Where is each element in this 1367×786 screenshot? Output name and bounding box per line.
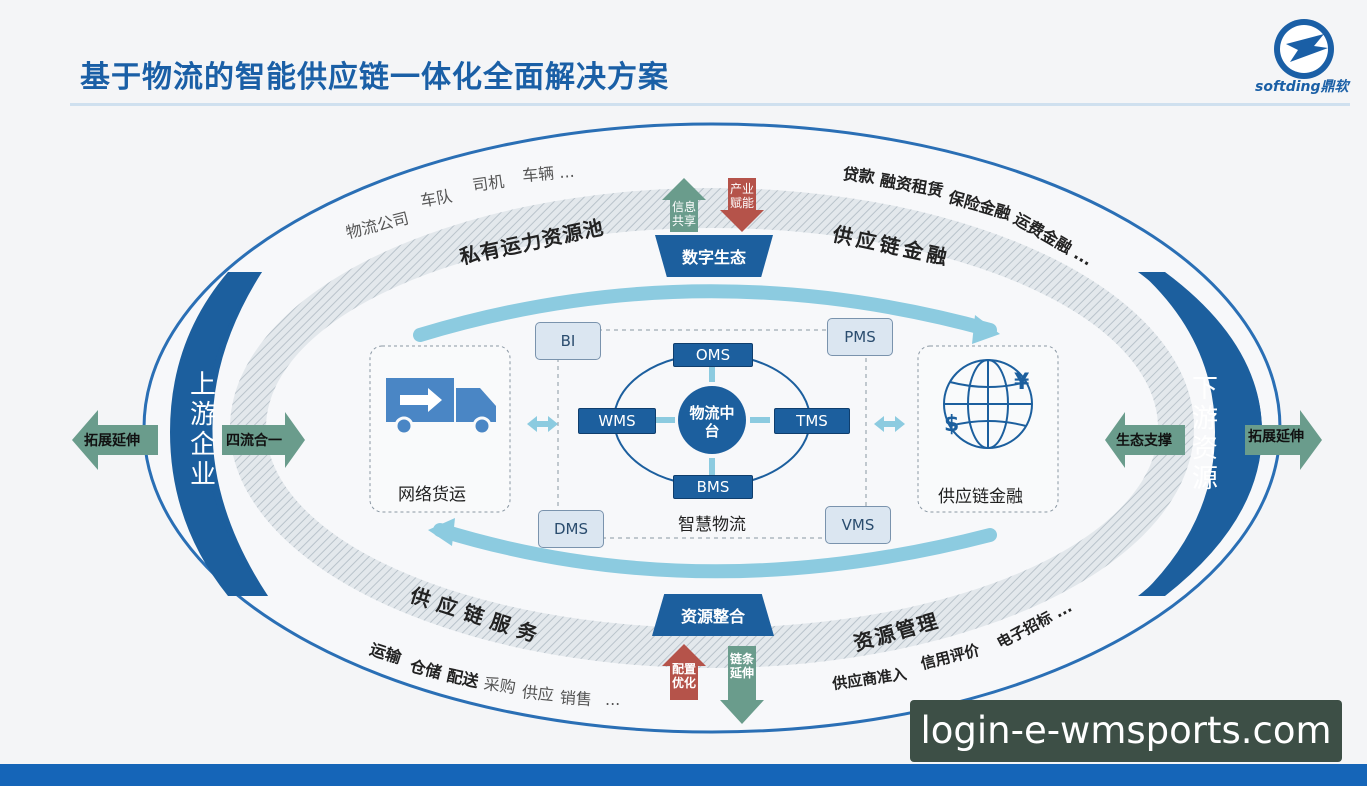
- globe-icon: [943, 359, 1033, 449]
- node-oms: OMS: [673, 343, 753, 367]
- top-left-item: 车辆 ...: [521, 161, 576, 186]
- bottom-left-item: ...: [605, 690, 621, 709]
- supply-chain-finance-label: 供应链金融: [938, 487, 1023, 507]
- bottom-left-item: 销售: [559, 687, 593, 710]
- label-chain-extend: 链条延伸: [729, 652, 754, 680]
- network-freight-label: 网络货运: [398, 485, 466, 505]
- left-four-flows-label: 四流合一: [226, 433, 282, 449]
- right-inner-arrow: [1105, 412, 1185, 468]
- top-up-arrow: [662, 178, 706, 232]
- node-dms: DMS: [538, 510, 604, 548]
- upstream-enterprise-label: 上游企业: [190, 370, 217, 490]
- footer-bar: [0, 764, 1367, 786]
- node-bi: BI: [535, 322, 601, 360]
- label-industry-empower: 产业赋能: [729, 182, 754, 210]
- flow-arc-bottom-head: [428, 518, 455, 546]
- softding-logo-icon: [1274, 19, 1334, 79]
- label-info-share: 信息共享: [671, 200, 696, 228]
- smart-logistics-caption: 智慧物流: [678, 515, 746, 535]
- top-left-item: 司机: [471, 171, 506, 196]
- bottom-down-arrow: [720, 646, 764, 724]
- right-eco-support-label: 生态支撑: [1116, 433, 1172, 449]
- right-arc-fill: [1140, 272, 1262, 596]
- bottom-left-item: 采购: [482, 673, 517, 698]
- flow-arc-top-head: [972, 315, 1000, 344]
- node-pms: PMS: [827, 318, 893, 356]
- yen-symbol-icon: ¥: [1014, 370, 1030, 395]
- left-outer-arrow: [72, 410, 158, 470]
- right-link-arrow: [874, 416, 905, 432]
- logo-text: softding鼎软: [1255, 79, 1349, 95]
- left-inner-arrow: [222, 412, 305, 468]
- left-expand-label: 拓展延伸: [84, 433, 140, 449]
- left-arc-body: [170, 272, 268, 596]
- node-vms: VMS: [825, 506, 891, 544]
- core-logistics-platform: 物流中台: [689, 404, 735, 440]
- node-wms: WMS: [578, 408, 656, 434]
- top-down-arrow: [720, 178, 764, 232]
- flow-arc-bottom: [433, 523, 997, 579]
- page-title: 基于物流的智能供应链一体化全面解决方案: [80, 60, 669, 95]
- node-bms: BMS: [673, 475, 753, 499]
- bottom-left-item: 供应: [520, 682, 555, 705]
- right-expand-label: 拓展延伸: [1248, 429, 1304, 445]
- center-frame: [557, 329, 867, 539]
- node-tms: TMS: [774, 408, 850, 434]
- label-config-optimize: 配置优化: [671, 662, 696, 690]
- watermark-overlay: login-e-wmsports.com: [910, 700, 1342, 762]
- badge-digital-ecosystem: 数字生态: [655, 235, 773, 277]
- bottom-up-arrow: [662, 644, 706, 700]
- downstream-resource-label: 下游资源: [1192, 374, 1219, 494]
- title-underline: [70, 103, 1350, 106]
- top-right-item: 贷款: [841, 164, 876, 187]
- core-circle: [678, 386, 746, 454]
- dollar-symbol-icon: $: [944, 412, 960, 437]
- flow-arc-top: [413, 284, 997, 342]
- badge-resource-integration: 资源整合: [652, 594, 774, 636]
- truck-icon: [386, 378, 496, 436]
- right-outer-arrow: [1245, 410, 1322, 470]
- left-link-arrow: [527, 416, 558, 432]
